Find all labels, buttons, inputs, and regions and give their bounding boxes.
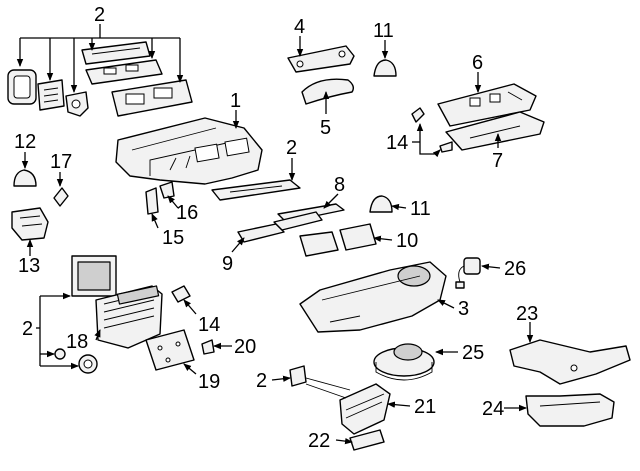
part-duct-links (237, 211, 323, 243)
part-lower-rear-duct (525, 393, 615, 427)
part-vent-square-large (7, 69, 37, 105)
part-clip-17 (53, 187, 69, 207)
callout-6: 6 (472, 52, 483, 74)
part-clip-upper (411, 107, 425, 123)
callout-20: 20 (234, 336, 256, 358)
part-heater-core (305, 377, 391, 435)
callout-14-low: 14 (198, 314, 220, 336)
part-seal-small (54, 348, 66, 360)
callout-26: 26 (504, 258, 526, 280)
part-side-vent (11, 207, 49, 241)
callout-1: 1 (230, 90, 241, 112)
callout-23: 23 (516, 303, 538, 325)
callout-12: 12 (14, 131, 36, 153)
callout-10: 10 (396, 230, 418, 252)
part-vent-square-medium (37, 79, 65, 111)
callout-2-low: 2 (256, 370, 267, 392)
part-duct-plate-middle (85, 59, 163, 85)
callout-3: 3 (458, 298, 469, 320)
part-knob-cap-mid (369, 195, 393, 213)
part-bracket-14 (171, 285, 191, 303)
part-vent-knob (65, 91, 89, 117)
callout-7: 7 (492, 150, 503, 172)
callout-11-mid: 11 (410, 198, 431, 220)
callout-25: 25 (462, 342, 484, 364)
part-clip-16 (159, 181, 175, 199)
callout-2-mid: 2 (286, 137, 297, 159)
callout-24: 24 (482, 398, 504, 420)
callout-4: 4 (294, 16, 305, 38)
part-upper-duct (287, 45, 355, 73)
part-heater-case (115, 117, 263, 185)
part-evaporator-core (95, 285, 163, 349)
leader-lines (16, 24, 534, 445)
callout-15: 15 (162, 227, 184, 249)
callout-8: 8 (334, 174, 345, 196)
callout-2-top: 2 (94, 4, 105, 26)
part-rear-duct (509, 339, 631, 385)
part-hose-clamp (349, 429, 385, 451)
part-connector (455, 257, 481, 289)
part-lower-housing (299, 261, 447, 333)
part-blower-motor (373, 343, 435, 381)
callout-13: 13 (18, 255, 40, 277)
part-filter-pads (299, 223, 377, 257)
part-seal-ring (78, 354, 98, 374)
part-duct-plate-lower (111, 79, 193, 117)
part-curved-cover (301, 78, 355, 105)
callout-9: 9 (222, 253, 233, 275)
callout-19: 19 (198, 371, 220, 393)
part-knob-12 (13, 169, 37, 187)
callout-18: 18 (66, 331, 88, 353)
part-clip-20 (201, 339, 215, 355)
callout-16: 16 (176, 202, 198, 224)
part-clip-15 (145, 187, 159, 215)
part-seal-block (289, 365, 307, 387)
callout-11-top: 11 (373, 20, 394, 42)
callout-2-left: 2 (22, 318, 33, 340)
part-cabin-filter (71, 255, 117, 297)
callout-numbers: 2 1 4 11 5 6 14 7 12 17 2 8 16 15 11 13 … (14, 4, 538, 452)
callout-21: 21 (414, 396, 436, 418)
callout-5: 5 (320, 117, 331, 139)
part-lower-panel (445, 111, 545, 151)
part-clip-lower (439, 141, 453, 153)
callout-22: 22 (308, 430, 330, 452)
part-knob-cap-top (373, 59, 397, 77)
callout-14-top: 14 (386, 132, 408, 154)
part-duct-plate-center (211, 179, 301, 201)
callout-17: 17 (50, 151, 72, 173)
part-gasket-plate (145, 329, 195, 371)
part-control-panel (437, 83, 537, 127)
